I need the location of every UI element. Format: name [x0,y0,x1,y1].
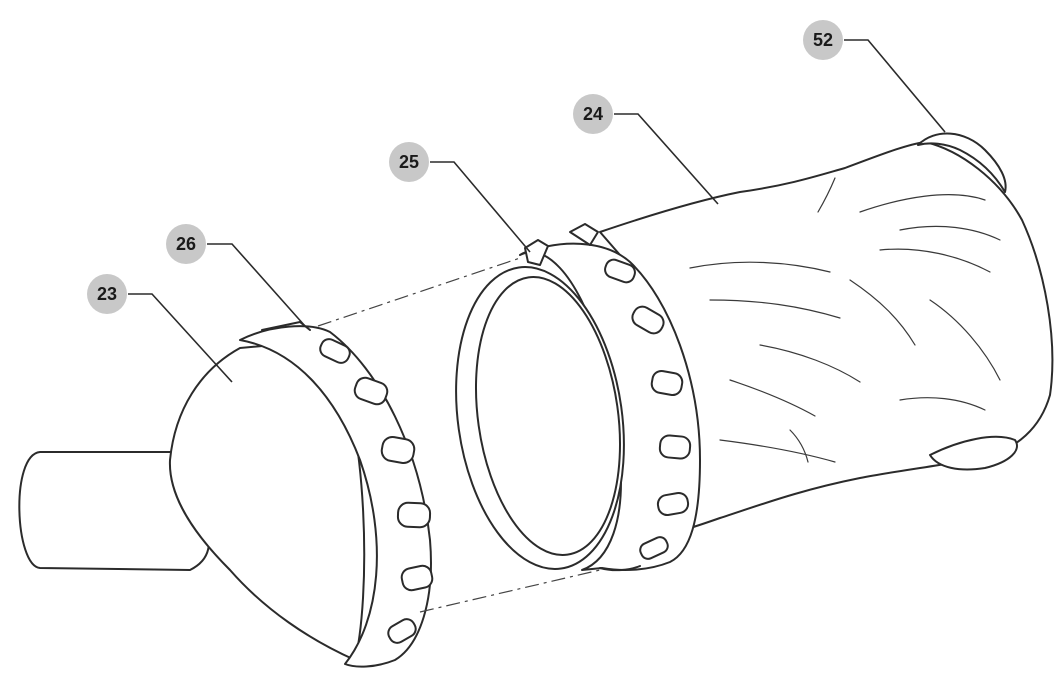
callout-25: 25 [389,142,531,253]
coupling-ring [455,223,701,572]
callout-52: 52 [803,20,946,133]
ring-grip-pads [604,258,692,560]
filter-bag [599,132,1054,529]
alignment-lines [317,257,601,613]
callout-26: 26 [166,224,306,327]
svg-text:24: 24 [583,104,603,124]
callout-24: 24 [573,94,719,205]
hose-cap [18,321,434,668]
cap-grip-pads [319,338,434,644]
svg-text:23: 23 [97,284,117,304]
svg-text:52: 52 [813,30,833,50]
svg-text:25: 25 [399,152,419,172]
callout-23: 23 [87,274,233,383]
svg-text:26: 26 [176,234,196,254]
